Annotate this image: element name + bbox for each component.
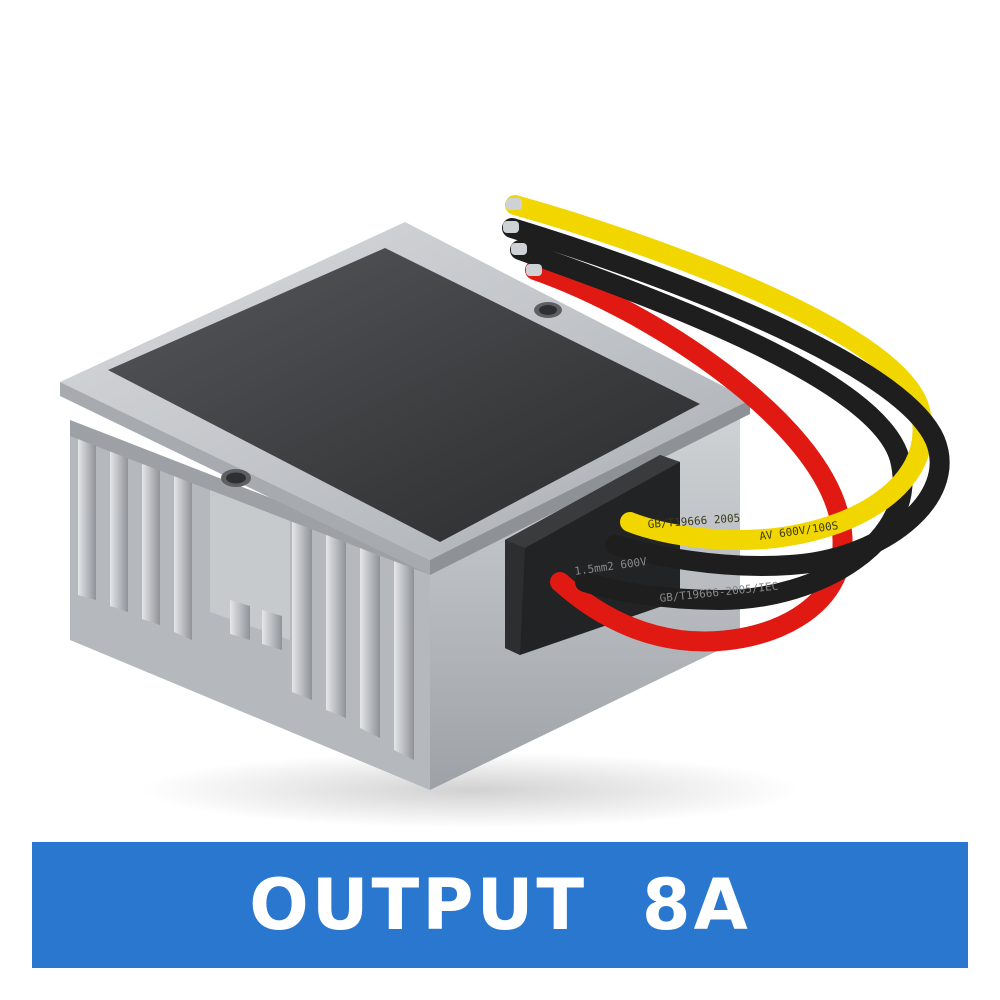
top-panel	[108, 248, 700, 542]
heatsink-fins	[70, 420, 430, 790]
output-rating-text: OUTPUT 8A	[249, 864, 751, 946]
product-photo: GB/T19666 2005 AV 600V/100S GB/T19666-20…	[60, 195, 950, 828]
wire-black-1	[510, 240, 913, 611]
wire-yellow	[505, 195, 933, 551]
wire-print-yellow-1: GB/T19666 2005	[647, 512, 740, 531]
wire-grommet	[505, 455, 680, 655]
floor-shadow	[140, 752, 800, 828]
wires	[502, 195, 950, 652]
wire-black-2	[502, 218, 950, 576]
wire-tips	[503, 198, 542, 276]
output-banner: OUTPUT 8A	[32, 842, 968, 968]
